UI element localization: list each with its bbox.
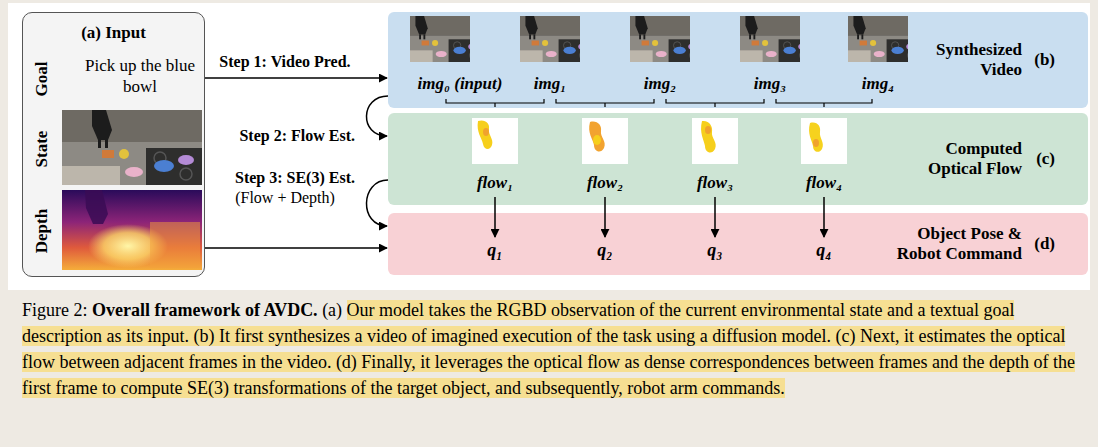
flow-label-wrap: flow₁ (462, 173, 528, 193)
video-frame (727, 16, 813, 62)
frame-label: img₁ (512, 74, 588, 94)
band-title: Computed Optical Flow (894, 139, 1022, 179)
row-label: State (32, 131, 52, 168)
connector-arrow (604, 197, 606, 237)
frame-pair-brackets (446, 99, 872, 107)
depth-image (62, 190, 202, 270)
flow-label: flow₁ (462, 173, 528, 193)
flow-label: flow₄ (791, 173, 857, 193)
flow-image (582, 118, 628, 164)
video-frame (397, 16, 483, 62)
band-title: Object Pose & Robot Command (894, 224, 1022, 264)
stage-band: Synthesized Video (b) img₀ (input)img₁ img₂… (388, 12, 1088, 108)
pose-node: q₁ (472, 238, 518, 266)
flow-label-wrap: flow₃ (682, 173, 748, 193)
band-tag: (d) (1034, 234, 1055, 254)
bracket (556, 99, 654, 107)
frame-label-wrap: img₄ (840, 74, 916, 94)
connector-arrow (494, 197, 496, 237)
band-tag: (c) (1036, 149, 1055, 169)
band-tag-wrap: (c) (1036, 149, 1055, 169)
panel-heading-wrap: (a) Input (23, 23, 204, 43)
frame-label-wrap: img₁ (512, 74, 588, 94)
pose-node: q₃ (692, 238, 738, 266)
flow-label: flow₂ (572, 173, 638, 193)
figure-caption-wrap: Figure 2: Overall framework of AVDC. (a)… (22, 297, 1080, 401)
pose-label-wrap: q₄ (801, 240, 847, 261)
band-title-wrap: Computed Optical Flow (894, 139, 1022, 179)
frame-label: img₃ (732, 74, 808, 94)
video-frame (507, 16, 593, 62)
step-label: Step 3: SE(3) Est. (235, 169, 355, 187)
row-label: Goal (32, 62, 52, 97)
stage-band: Object Pose & Robot Command (d) q₁ q₂ q₃ q₄ (388, 213, 1088, 275)
pose-node: q₄ (801, 238, 847, 266)
frame-label-wrap: img₀ (input) (402, 74, 518, 94)
frame-label-wrap: img₃ (732, 74, 808, 94)
video-frame (835, 16, 921, 62)
row-label-wrap: Goal (32, 62, 52, 97)
step-label-wrap: Step 1: Video Pred. (219, 53, 350, 71)
white-panel (8, 3, 1090, 290)
pose-label-wrap: q₁ (472, 240, 518, 261)
connector-arrow (366, 96, 388, 136)
goal-text-wrap: Pick up the blue bowl (83, 55, 197, 97)
band-tag-wrap: (b) (1034, 50, 1055, 70)
caption-part: (a) (318, 300, 347, 320)
pose-label-wrap: q₃ (692, 240, 738, 261)
figure-caption: Figure 2: Overall framework of AVDC. (a)… (22, 297, 1080, 401)
bracket (666, 99, 764, 107)
bracket (776, 99, 872, 107)
row-label-wrap: State (32, 131, 52, 168)
note-label: (Flow + Depth) (235, 189, 335, 207)
frame-label: img₂ (622, 74, 698, 94)
caption-part: Figure 2: (22, 300, 92, 320)
flow-label-wrap: flow₂ (572, 173, 638, 193)
band-tag: (b) (1034, 50, 1055, 70)
band-title-wrap: Synthesized Video (894, 40, 1022, 80)
note-label-wrap: (Flow + Depth) (235, 189, 335, 207)
frame-label: img₀ (input) (402, 74, 518, 94)
connector-arrow (205, 77, 387, 79)
flow-label-wrap: flow₄ (791, 173, 857, 193)
pose-label: q₂ (582, 240, 628, 261)
connector-arrow (714, 197, 716, 237)
row-label-wrap: Depth (32, 209, 52, 253)
flow-image (692, 118, 738, 164)
frame-label: img₄ (840, 74, 916, 94)
panel-heading: (a) Input (23, 23, 204, 43)
connector-arrow (823, 197, 825, 237)
caption-part: Overall framework of AVDC. (92, 300, 318, 320)
pose-node: q₂ (582, 238, 628, 266)
frame-label-wrap: img₂ (622, 74, 698, 94)
bracket (446, 99, 544, 107)
band-tag-wrap: (d) (1034, 234, 1055, 254)
video-frame (617, 16, 703, 62)
pose-label: q₁ (472, 240, 518, 261)
row-label: Depth (32, 209, 52, 253)
pose-label: q₄ (801, 240, 847, 261)
pose-label: q₃ (692, 240, 738, 261)
goal-text: Pick up the blue bowl (83, 55, 197, 97)
connector-arrow (205, 247, 387, 249)
step-label-wrap: Step 3: SE(3) Est. (235, 169, 355, 187)
connector-arrow (366, 180, 388, 226)
flow-image (801, 118, 847, 164)
pose-label-wrap: q₂ (582, 240, 628, 261)
band-title: Synthesized Video (894, 40, 1022, 80)
flow-image (472, 118, 518, 164)
step-label-wrap: Step 2: Flow Est. (239, 127, 355, 145)
state-image (62, 110, 202, 185)
flow-label: flow₃ (682, 173, 748, 193)
step-label: Step 1: Video Pred. (219, 53, 350, 71)
band-title-wrap: Object Pose & Robot Command (894, 224, 1022, 264)
step-label: Step 2: Flow Est. (239, 127, 355, 145)
